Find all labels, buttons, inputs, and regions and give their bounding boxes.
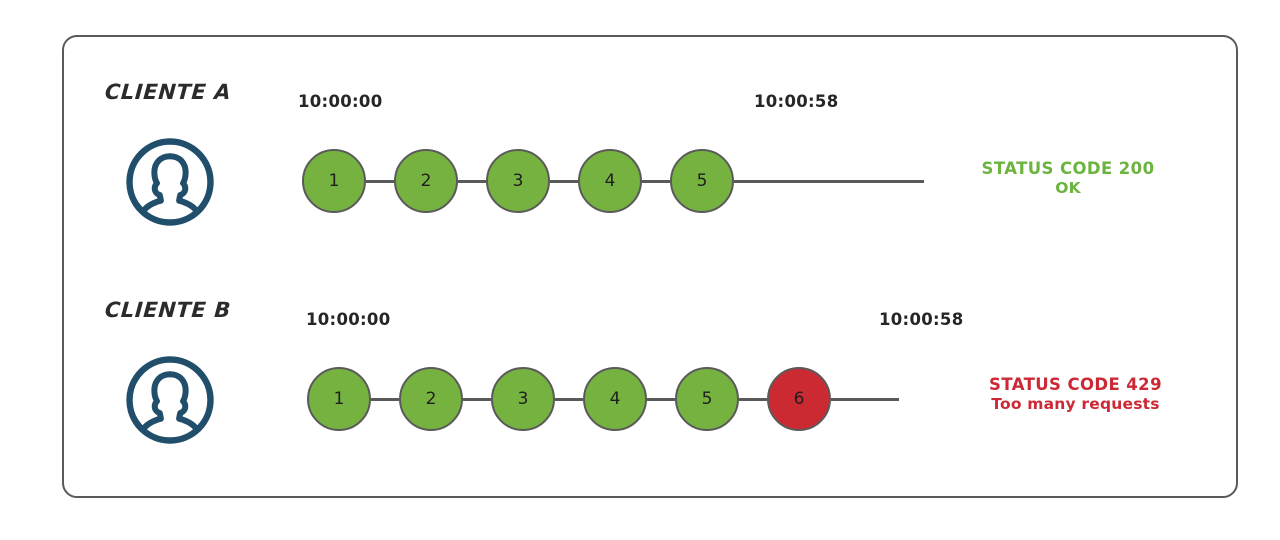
status-badge-a: STATUS CODE 200 OK bbox=[968, 159, 1168, 198]
request-node[interactable]: 4 bbox=[583, 367, 647, 431]
user-avatar-icon bbox=[124, 354, 216, 446]
request-node[interactable]: 3 bbox=[491, 367, 555, 431]
chain-connector bbox=[371, 397, 399, 401]
chain-connector bbox=[555, 397, 583, 401]
timestamp-end-b: 10:00:58 bbox=[879, 310, 964, 329]
request-node[interactable]: 1 bbox=[307, 367, 371, 431]
chain-connector bbox=[550, 179, 578, 183]
request-node[interactable]: 2 bbox=[399, 367, 463, 431]
request-node-rate-limited[interactable]: 6 bbox=[767, 367, 831, 431]
chain-connector bbox=[366, 179, 394, 183]
chain-tail bbox=[831, 397, 899, 401]
diagram-frame: CLIENTE A 10:00:00 10:00:58 1 2 bbox=[62, 35, 1238, 498]
timestamp-start-a: 10:00:00 bbox=[298, 92, 383, 111]
timestamp-end-a: 10:00:58 bbox=[754, 92, 839, 111]
request-node[interactable]: 1 bbox=[302, 149, 366, 213]
request-node[interactable]: 2 bbox=[394, 149, 458, 213]
status-badge-b: STATUS CODE 429 Too many requests bbox=[968, 375, 1183, 414]
client-label-b: CLIENTE B bbox=[104, 298, 232, 322]
client-label-a: CLIENTE A bbox=[104, 80, 233, 104]
chain-connector bbox=[642, 179, 670, 183]
request-chain-b: 1 2 3 4 5 6 bbox=[307, 367, 899, 431]
chain-connector bbox=[463, 397, 491, 401]
request-node[interactable]: 4 bbox=[578, 149, 642, 213]
request-node[interactable]: 5 bbox=[675, 367, 739, 431]
user-avatar-icon bbox=[124, 136, 216, 228]
chain-connector bbox=[647, 397, 675, 401]
chain-connector bbox=[739, 397, 767, 401]
status-code-line: STATUS CODE 200 bbox=[981, 159, 1155, 178]
status-message-line: OK bbox=[1055, 179, 1081, 198]
request-chain-a: 1 2 3 4 5 bbox=[302, 149, 924, 213]
status-message-line: Too many requests bbox=[991, 395, 1160, 414]
status-code-line: STATUS CODE 429 bbox=[989, 375, 1162, 394]
chain-connector bbox=[458, 179, 486, 183]
request-node[interactable]: 5 bbox=[670, 149, 734, 213]
timestamp-start-b: 10:00:00 bbox=[306, 310, 391, 329]
chain-tail bbox=[734, 179, 924, 183]
request-node[interactable]: 3 bbox=[486, 149, 550, 213]
